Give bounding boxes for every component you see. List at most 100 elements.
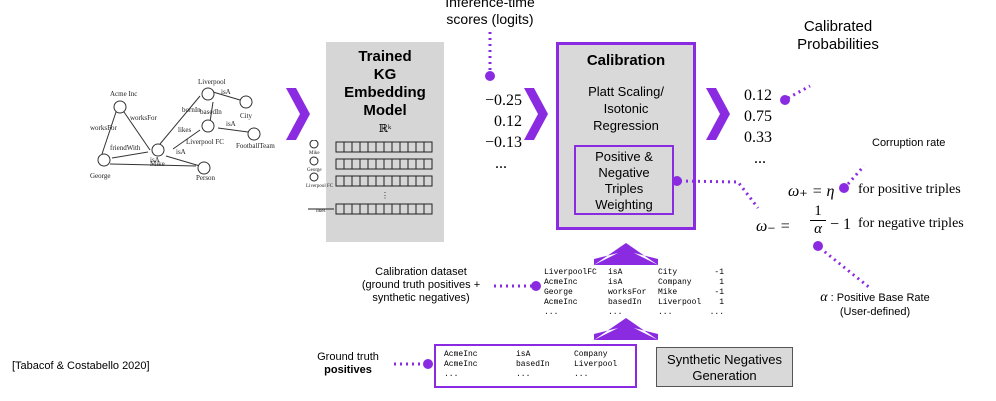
table-cell: Company: [658, 278, 692, 287]
table-row: .........: [444, 370, 635, 380]
matrix-row-label: Mike: [309, 151, 320, 156]
model-title-line: Trained: [358, 48, 412, 65]
logit-value: ...: [495, 155, 507, 172]
logits-values: −0.25 0.12 −0.13 ...: [462, 90, 522, 174]
table-cell: ...: [658, 308, 673, 317]
table-cell: AcmeInc: [544, 298, 578, 307]
edge-label: isA: [221, 88, 231, 96]
edge-label: isA: [176, 148, 186, 156]
node-label: George: [90, 172, 110, 180]
chevron-up-2-icon: [594, 318, 658, 340]
node-label: Liverpool FC: [186, 138, 224, 146]
chevron-1-icon: [286, 88, 310, 140]
node-liverpool: [201, 87, 215, 101]
logits-caption-line: Inference-time: [445, 0, 535, 10]
dotted-connectors: [672, 84, 871, 290]
corruption-rate-label: Corruption rate: [872, 137, 946, 149]
knowledge-graph: Acme Inc Liverpool City Mike Liverpool F…: [90, 78, 275, 182]
table-cell: basedIn: [516, 360, 550, 369]
table-cell: basedIn: [608, 298, 642, 307]
table-cell: AcmeInc: [544, 278, 578, 287]
node-mike: [151, 143, 165, 157]
table-cell: Liverpool: [574, 360, 618, 369]
calibration-dataset-label-line: (ground truth positives +: [361, 279, 481, 291]
table-row: AcmeInc basedIn Liverpool: [444, 360, 635, 370]
table-cell: Company: [574, 350, 608, 359]
edge-label: worksFor: [130, 114, 158, 122]
calibration-dataset-label: Calibration dataset (ground truth positi…: [346, 266, 496, 305]
table-row: ............: [544, 308, 724, 318]
table-cell: George: [544, 288, 573, 297]
alpha-symbol: α: [820, 290, 828, 305]
table-cell: -1: [714, 268, 724, 277]
alpha-line: : Positive Base Rate: [830, 292, 930, 304]
weighting-line: Negative: [598, 165, 650, 180]
edge-label: likes: [178, 126, 191, 134]
formula-negative-desc: for negative triples: [858, 216, 964, 231]
table-cell: AcmeInc: [444, 350, 478, 359]
table-row: LiverpoolFC isA City -1: [544, 268, 724, 278]
table-cell: -1: [714, 288, 724, 297]
table-cell: ...: [574, 370, 589, 379]
table-cell: worksFor: [608, 288, 647, 297]
node-label: Acme Inc: [110, 90, 137, 98]
dataset-dotted-connector: [494, 281, 541, 291]
calibration-dataset-label-line: Calibration dataset: [375, 266, 467, 278]
node-george: [97, 153, 111, 167]
calibration-title: Calibration: [586, 52, 666, 69]
node-acme: [113, 100, 127, 114]
formula-negative-lhs: ω₋ =: [756, 218, 791, 235]
table-cell: ...: [444, 370, 459, 379]
node-person: [197, 161, 211, 175]
formula-fraction: 1 α: [810, 203, 826, 238]
table-cell: ...: [608, 308, 623, 317]
calibration-method-line: Platt Scaling/: [588, 84, 664, 99]
alpha-annotation: α : Positive Base Rate (User-defined): [800, 291, 950, 319]
ground-truth-dotted-connector: [394, 359, 433, 369]
node-label: Mike: [150, 160, 165, 168]
logit-value: −0.25: [484, 92, 522, 109]
synthetic-line: Synthetic Negatives: [667, 352, 782, 367]
edge-label: basedIn: [200, 108, 222, 116]
matrix-row-label: George: [307, 168, 322, 173]
table-cell: AcmeInc: [444, 360, 478, 369]
table-cell: ...: [544, 308, 559, 317]
edge-label: worksFor: [90, 124, 118, 132]
table-cell: 1: [719, 278, 724, 287]
weighting-line: Positive &: [595, 149, 653, 164]
node-label: FootballTeam: [236, 142, 275, 150]
chevron-up-1-icon: [594, 243, 658, 265]
formula-positive-lhs: ω₊ = η: [788, 183, 835, 200]
edge-label: isA: [150, 156, 160, 164]
table-row: George worksFor Mike -1: [544, 288, 724, 298]
node-city: [239, 95, 253, 109]
fraction-numerator: 1: [810, 203, 826, 221]
fraction-denominator: α: [814, 221, 822, 237]
node-label: Liverpool: [198, 78, 226, 86]
synthetic-negatives-box: Synthetic Negatives Generation: [656, 347, 793, 387]
probability-value: 0.75: [744, 108, 772, 125]
matrix-row-label: likes: [316, 209, 325, 214]
formula-positive-desc: for positive triples: [858, 182, 961, 197]
embedding-space-label: ℝᵏ: [378, 123, 392, 135]
node-label: Person: [196, 174, 216, 182]
ground-truth-label: Ground truth positives: [300, 351, 396, 377]
logit-value: 0.12: [494, 113, 522, 130]
logits-caption-line: scores (logits): [446, 11, 534, 27]
logits-caption: Inference-time scores (logits): [420, 0, 560, 28]
table-cell: Mike: [658, 288, 678, 297]
probability-value: 0.33: [744, 129, 772, 146]
probabilities-caption: Calibrated Probabilities: [778, 18, 898, 54]
matrix-row-label: Liverpool FC: [306, 184, 334, 189]
formula-negative-tail: − 1: [830, 216, 852, 233]
model-title-line: Embedding: [344, 84, 426, 101]
table-cell: isA: [608, 268, 623, 277]
table-cell: LiverpoolFC: [544, 268, 597, 277]
table-cell: City: [658, 268, 678, 277]
calibration-dataset-label-line: synthetic negatives): [372, 292, 470, 304]
ground-truth-label-bold: positives: [324, 364, 372, 376]
probability-value: 0.12: [744, 87, 772, 104]
